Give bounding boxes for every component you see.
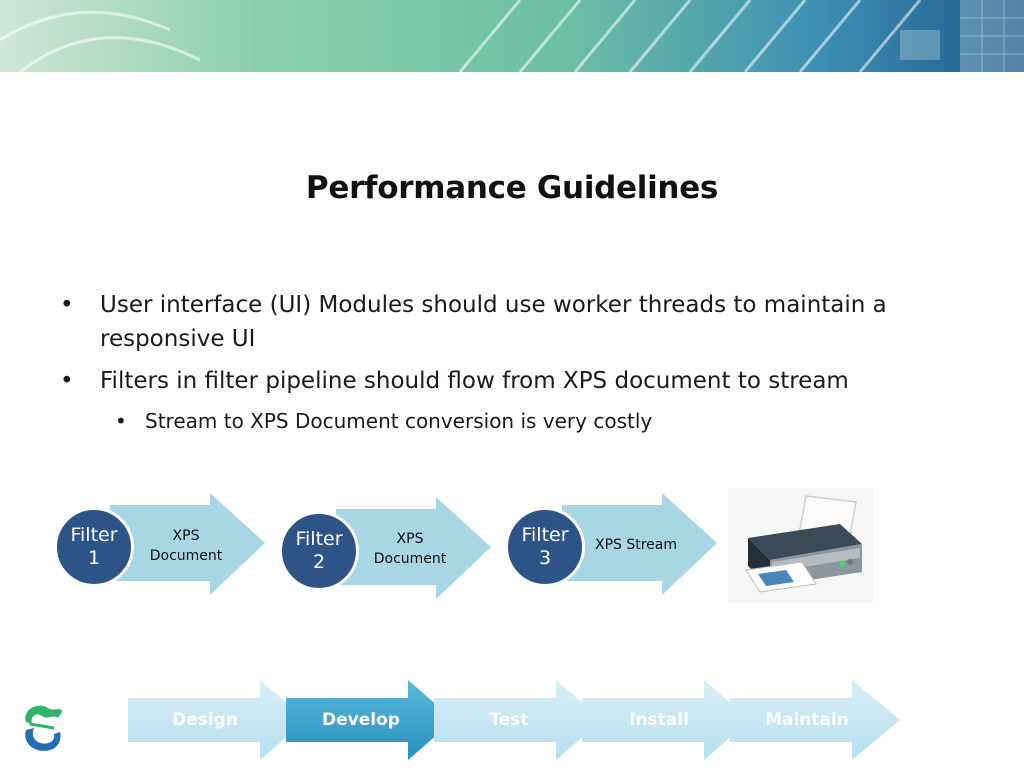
filter-3-label: Filter (521, 524, 569, 546)
process-step-design: Design (172, 710, 238, 730)
process-step-develop: Develop (322, 710, 400, 730)
bullet-text: User interface (UI) Modules should use w… (100, 292, 887, 352)
logo-icon (25, 705, 62, 751)
filter-1-label: Filter (70, 524, 118, 546)
pipeline-label-2-line1: XPS (396, 531, 424, 547)
filter-circle-2: Filter 2 (279, 511, 359, 591)
pipeline-label-2: XPS Document (364, 529, 456, 569)
sub-bullet-text: Stream to XPS Document conversion is ver… (145, 409, 653, 433)
bullet-marker: • (60, 292, 74, 318)
bullet-item: • Filters in filter pipeline should flow… (60, 364, 990, 398)
filter-circle-1: Filter 1 (54, 507, 134, 587)
bullet-list: • User interface (UI) Modules should use… (60, 288, 990, 436)
pipeline-label-3-line1: XPS Stream (594, 537, 678, 553)
pipeline-arrow-3 (562, 493, 717, 595)
process-arrows (128, 680, 900, 760)
pipeline-arrow-1 (110, 493, 265, 595)
process-step-maintain: Maintain (765, 710, 849, 730)
process-step-install: Install (629, 710, 689, 730)
header-banner-graphic (0, 0, 1024, 72)
bullet-item: • User interface (UI) Modules should use… (60, 288, 990, 356)
header-banner (0, 0, 1024, 72)
filter-2-number: 2 (312, 551, 326, 573)
sub-bullet-marker: • (115, 409, 127, 433)
filter-pipeline: Filter 1 XPS Document Filter 2 XPS Docum… (0, 485, 1024, 615)
bullet-marker: • (60, 368, 74, 394)
filter-2-label: Filter (295, 528, 343, 550)
pipeline-label-1-line2: Document (149, 548, 223, 564)
process-bar: Design Develop Test Install Maintain (0, 676, 1024, 764)
process-step-test: Test (489, 710, 529, 730)
pipeline-label-2-line2: Document (373, 551, 447, 567)
pipeline-label-3: XPS Stream (586, 535, 686, 555)
slide-title: Performance Guidelines (305, 170, 719, 206)
bullet-text: Filters in filter pipeline should flow f… (100, 368, 849, 394)
pipeline-arrow-2 (336, 497, 491, 599)
filter-3-number: 3 (538, 547, 552, 569)
filter-circle-3: Filter 3 (505, 507, 585, 587)
sub-bullet-item: • Stream to XPS Document conversion is v… (115, 406, 990, 436)
filter-1-number: 1 (87, 547, 101, 569)
pipeline-label-1: XPS Document (140, 526, 232, 566)
pipeline-label-1-line1: XPS (172, 528, 200, 544)
printer-icon (728, 488, 873, 603)
